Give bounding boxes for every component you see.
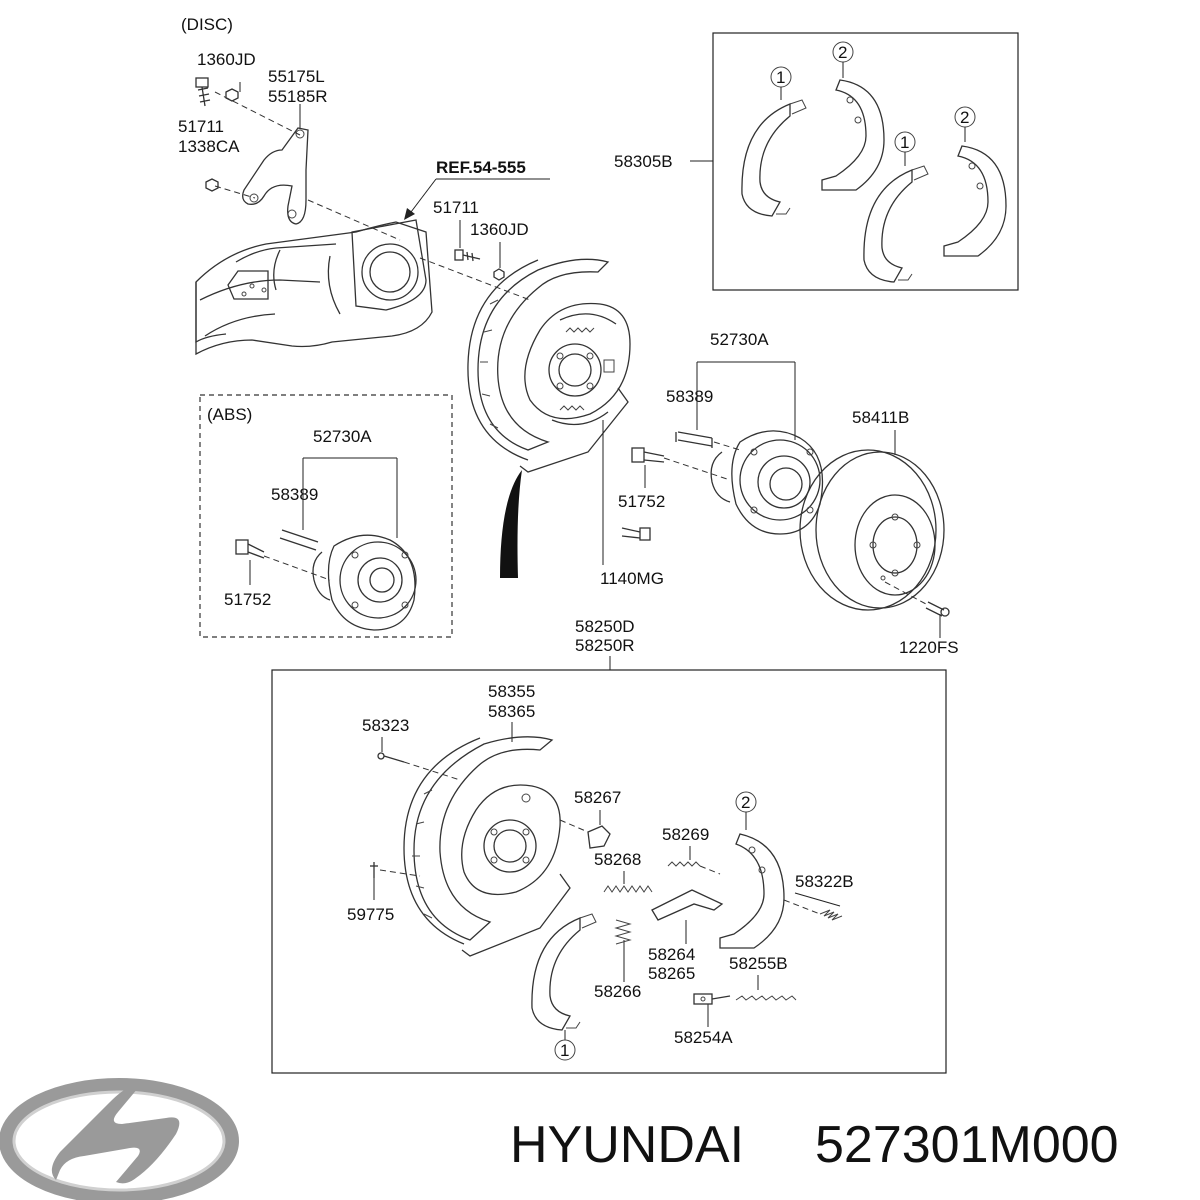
label-58389-abs: 58389 (271, 485, 318, 504)
callout-2-a: 2 (832, 41, 854, 63)
label-58268: 58268 (594, 850, 641, 869)
stud-58389-main (675, 431, 713, 448)
label-58254a: 58254A (674, 1028, 733, 1047)
label-1360jd-b: 1360JD (470, 220, 529, 239)
svg-text:1: 1 (900, 133, 909, 152)
label-58322b: 58322B (795, 872, 854, 891)
bolt-51711-a (195, 77, 211, 107)
label-58255b: 58255B (729, 954, 788, 973)
label-1220fs: 1220FS (899, 638, 959, 657)
wheel-hub-52730a-abs (312, 534, 417, 631)
callout-2-c: 2 (735, 791, 757, 813)
lever-58264 (651, 889, 724, 921)
ref-label: REF.54-555 (436, 158, 526, 177)
bracket-55175l (242, 127, 309, 225)
label-55175l: 55175L (268, 67, 325, 86)
plate-58267 (587, 825, 611, 849)
svg-text:2: 2 (960, 108, 969, 127)
label-58264: 58264 (648, 945, 695, 964)
label-58365: 58365 (488, 702, 535, 721)
bolt-51711-b (454, 249, 481, 262)
disc-section-label: (DISC) (181, 15, 233, 34)
svg-text:1: 1 (560, 1041, 569, 1060)
nut-1360jd-a (225, 88, 239, 102)
svg-text:2: 2 (838, 43, 847, 62)
label-59775: 59775 (347, 905, 394, 924)
brake-shoe-1-a (741, 103, 791, 217)
svg-text:2: 2 (741, 793, 750, 812)
brake-shoe-1-lower (531, 917, 581, 1031)
abs-box (199, 394, 453, 638)
hyundai-logo (0, 1078, 239, 1200)
label-1360jd-a: 1360JD (197, 50, 256, 69)
nut-1338ca (205, 178, 219, 192)
label-51752-abs: 51752 (224, 590, 271, 609)
adjuster-58254a (693, 993, 731, 1005)
spring-58268 (603, 885, 653, 893)
part-number-title: 527301M000 (815, 1116, 1119, 1174)
bolt-58323 (377, 752, 405, 763)
brake-shoe-2-lower (719, 833, 785, 949)
label-58269: 58269 (662, 825, 709, 844)
bolt-1140mg (621, 527, 651, 541)
label-58250d: 58250D (575, 617, 635, 636)
label-58265: 58265 (648, 964, 695, 983)
backing-plate-assembly (467, 258, 631, 473)
label-1140mg: 1140MG (600, 569, 664, 588)
bolt-51752-abs (235, 539, 265, 559)
nut-1360jd-b (493, 268, 505, 281)
label-52730a-main: 52730A (710, 330, 769, 349)
callout-1-c: 1 (554, 1039, 576, 1061)
label-58267: 58267 (574, 788, 621, 807)
spring-58266 (614, 919, 632, 945)
label-1338ca: 1338CA (178, 137, 240, 156)
abs-section-label: (ABS) (207, 405, 252, 424)
brake-shoe-2-b (943, 145, 1007, 257)
wheel-hub-52730a-main (710, 430, 824, 535)
callout-1-a: 1 (770, 66, 792, 88)
label-51752-main: 51752 (618, 492, 665, 511)
spring-58269 (667, 861, 701, 867)
brake-shoe-1-b (863, 169, 913, 283)
backing-plate-kit-box (271, 669, 947, 1074)
spring-58255b (735, 995, 797, 1001)
backing-plate-58355 (403, 736, 571, 957)
direction-arrow (500, 470, 522, 578)
svg-text:1: 1 (776, 68, 785, 87)
label-58305b: 58305B (614, 152, 673, 171)
bolt-51752-main (631, 447, 665, 463)
callout-2-b: 2 (954, 106, 976, 128)
trailing-arm-knuckle (195, 219, 433, 356)
stud-58389-abs (279, 529, 319, 551)
brake-disc-58411b (799, 449, 945, 611)
label-58411b: 58411B (852, 408, 909, 427)
label-51711-b: 51711 (433, 198, 479, 217)
callout-1-b: 1 (894, 131, 916, 153)
label-55185r: 55185R (268, 87, 328, 106)
label-58389-main: 58389 (666, 387, 713, 406)
label-58250r: 58250R (575, 636, 635, 655)
brand-title: HYUNDAI (510, 1116, 744, 1174)
label-58355: 58355 (488, 682, 535, 701)
pin-59775 (370, 862, 378, 878)
label-52730a-abs: 52730A (313, 427, 372, 446)
spring-58322b (819, 909, 843, 921)
label-58266: 58266 (594, 982, 641, 1001)
label-51711-a: 51711 (178, 117, 224, 136)
label-58323: 58323 (362, 716, 409, 735)
screw-1220fs (925, 601, 950, 617)
brake-shoe-2-a (821, 79, 885, 191)
